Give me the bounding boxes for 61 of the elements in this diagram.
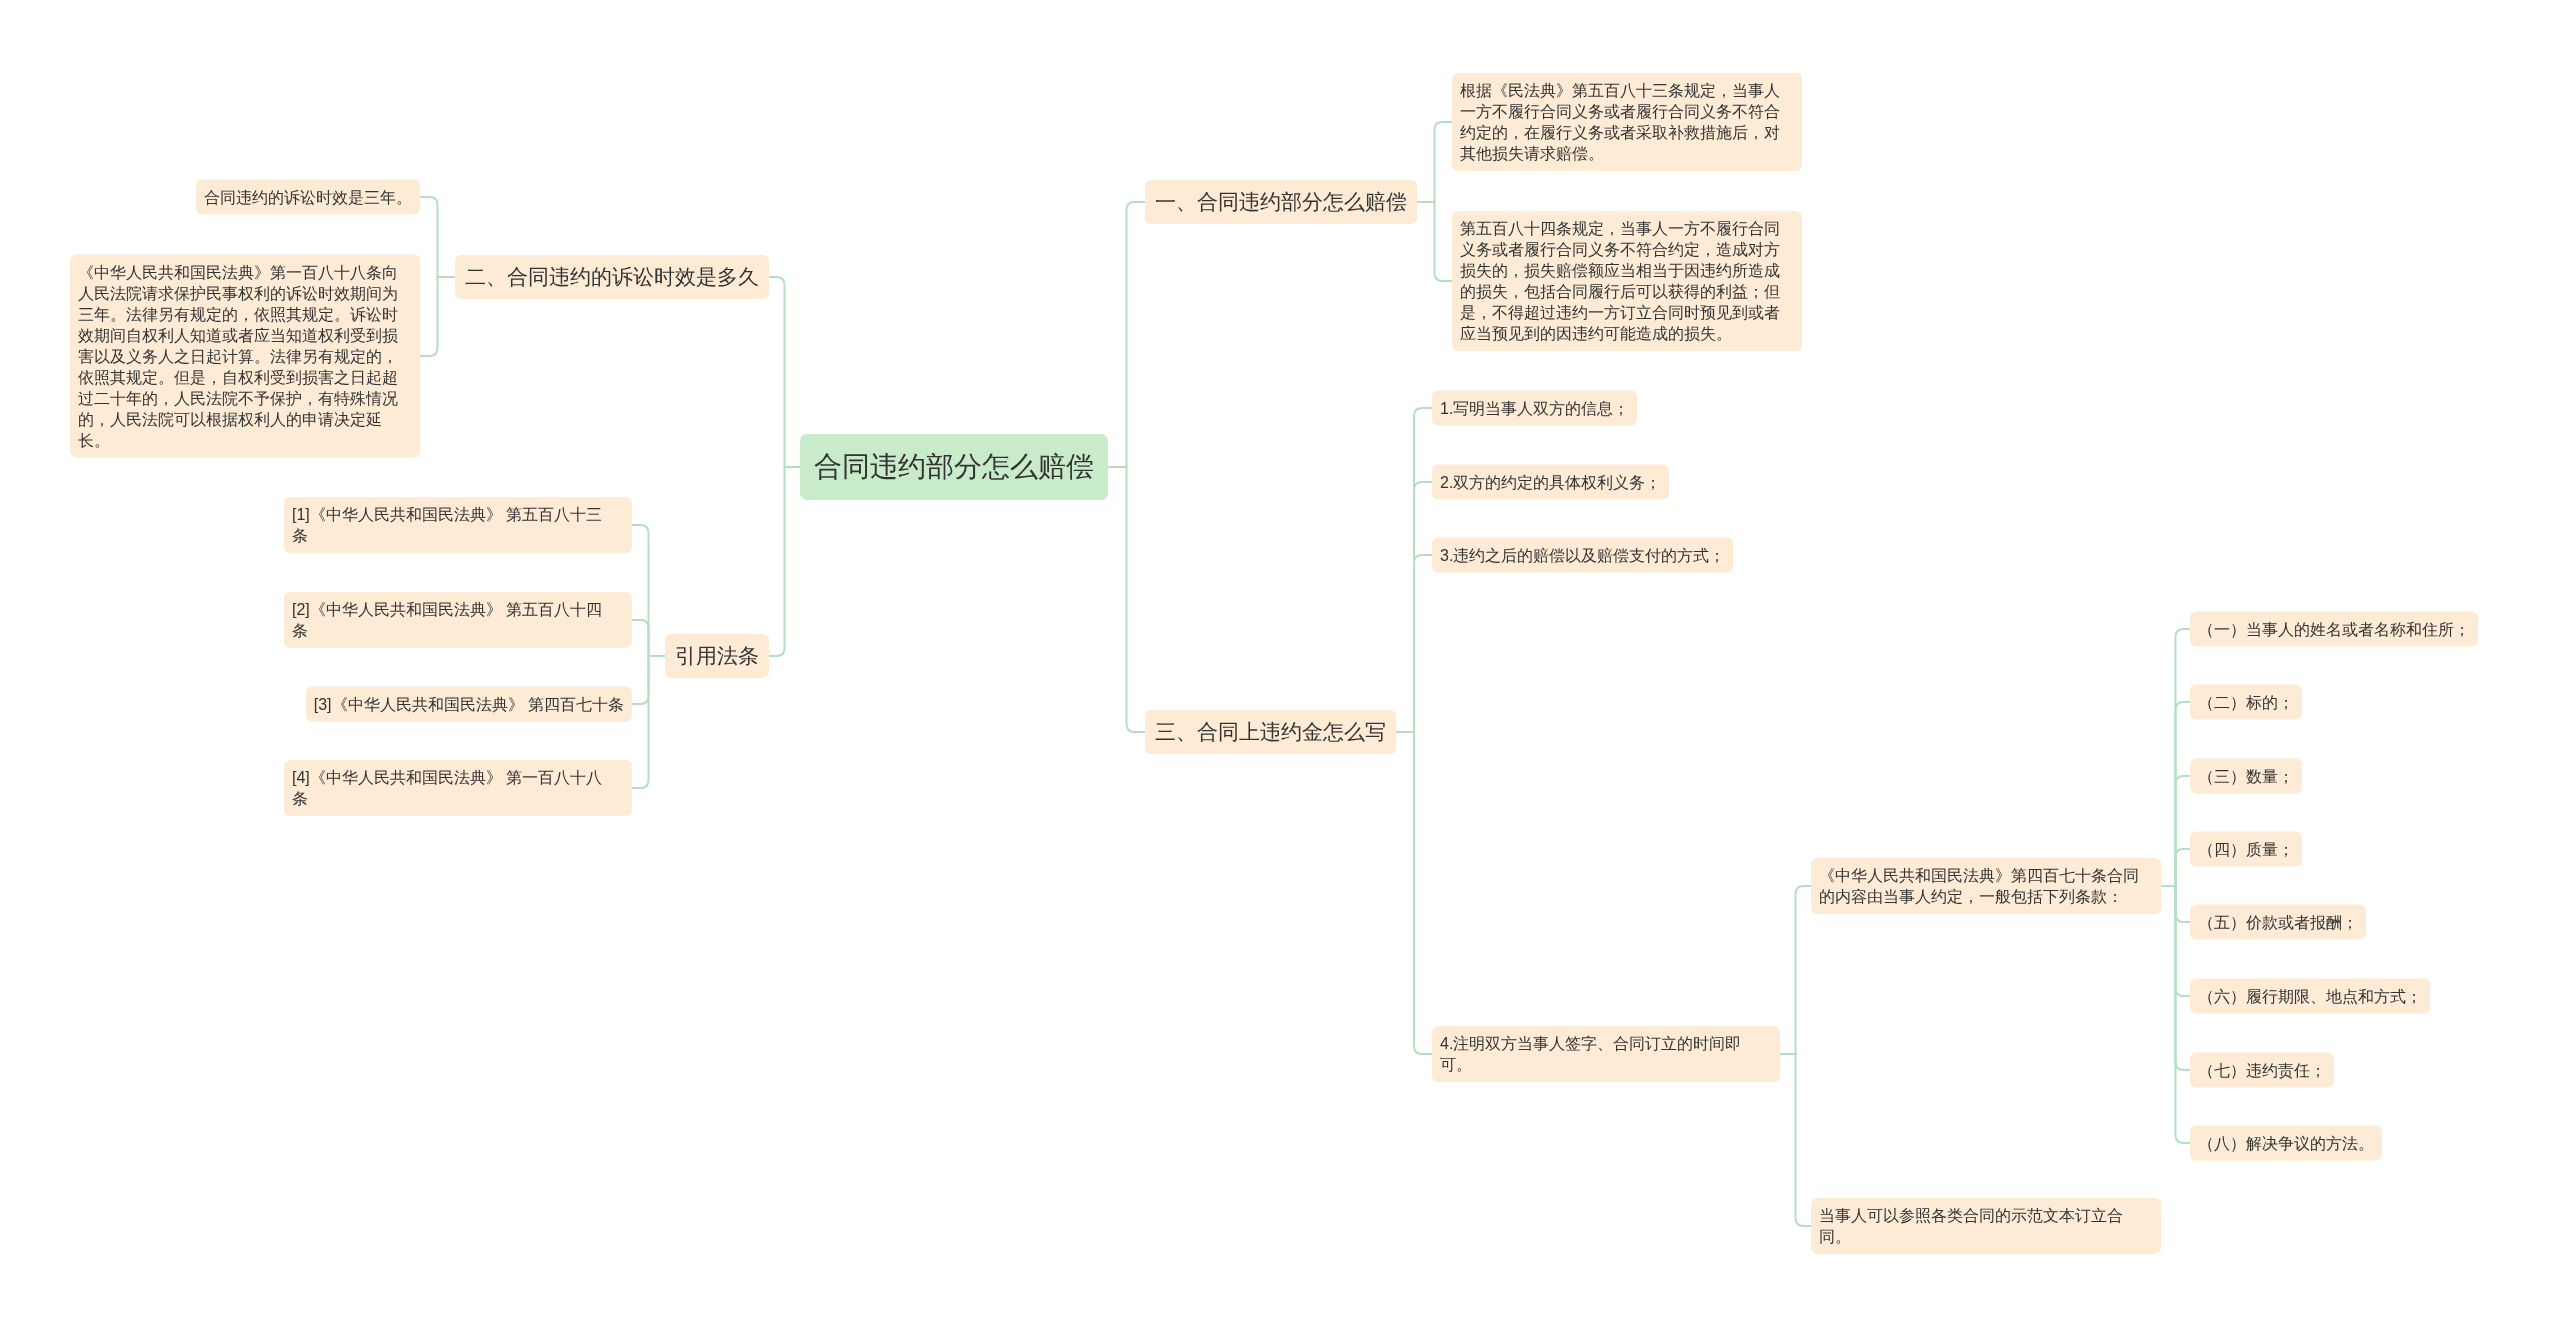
topic-text: [3]《中华人民共和国民法典》 第四百七十条: [313, 694, 624, 715]
central-topic: [800, 434, 1108, 500]
topic-text: 当事人可以参照各类合同的示范文本订立合同。: [1819, 1206, 2124, 1247]
subtopic: [2190, 1052, 2334, 1088]
main-topic: [665, 634, 769, 678]
subtopic: [305, 686, 632, 722]
topic-text: （一）当事人的姓名或者名称和住所；: [2198, 619, 2470, 640]
subtopic: [2190, 904, 2366, 940]
topic-text: 4.注明双方当事人签字、合同订立的时间即可。: [1440, 1034, 1743, 1075]
main-topic: [1145, 710, 1396, 754]
topic-text: 《中华人民共和国民法典》第一百八十八条向人民法院请求保护民事权利的诉讼时效期间为三年。法律另有规定的，依照其规定。诉讼时效期间自权利人知道或者应当知道权利受到损害以及义务人之日起计算。法律另有规定的，依照其规定。但是，自权利受到损害之日起超过二十年的，人民法院不予保护，有特殊情况的，人民法院可以根据权利人的申请决定延长。: [78, 262, 399, 451]
topic-text: [2]《中华人民共和国民法典》 第五百八十四条: [292, 600, 604, 641]
subtopic: [1432, 1026, 1780, 1082]
subtopic: [196, 179, 420, 215]
topic-text: （八）解决争议的方法。: [2198, 1133, 2374, 1154]
topic-text: 第五百八十四条规定，当事人一方不履行合同义务或者履行合同义务不符合约定，造成对方损失的，损失赔偿额应当相当于因违约所造成的损失，包括合同履行后可以获得的利益；但是，不得超过违约一方订立合同时预见到或者应当预见到的因违约可能造成的损失。: [1460, 219, 1781, 344]
topic-text: 三、合同上违约金怎么写: [1155, 719, 1386, 745]
connector-line: [1416, 201, 1453, 282]
subtopic: [284, 592, 632, 648]
main-topic: [455, 255, 769, 299]
subtopic: [2190, 611, 2478, 647]
subtopic: [1432, 464, 1670, 500]
subtopic: [284, 497, 632, 553]
main-topic: [1145, 180, 1417, 224]
subtopic: [284, 760, 632, 816]
topic-text: 2.双方的约定的具体权利义务；: [1440, 472, 1662, 493]
topic-text: 合同违约的诉讼时效是三年。: [204, 187, 412, 208]
topic-text: （七）违约责任；: [2198, 1060, 2326, 1081]
topic-text: 引用法条: [675, 643, 759, 669]
topic-text: 根据《民法典》第五百八十三条规定，当事人一方不履行合同义务或者履行合同义务不符合约定的，在履行义务或者采取补救措施后，对其他损失请求赔偿。: [1460, 81, 1781, 164]
topic-text: （六）履行期限、地点和方式；: [2198, 986, 2422, 1007]
subtopic: [2190, 758, 2302, 794]
subtopic: [70, 254, 420, 458]
subtopic: [1452, 73, 1802, 171]
subtopic: [2190, 1125, 2382, 1161]
subtopic: [1811, 1198, 2161, 1254]
connector-line: [1395, 731, 1433, 1055]
connector-line: [768, 466, 801, 657]
connector-line: [1107, 466, 1146, 733]
subtopic: [2190, 831, 2302, 867]
topic-text: [4]《中华人民共和国民法典》 第一百八十八条: [292, 768, 604, 809]
topic-text: 一、合同违约部分怎么赔偿: [1155, 189, 1407, 215]
topic-text: （四）质量；: [2198, 839, 2294, 860]
topic-text: 二、合同违约的诉讼时效是多久: [465, 264, 759, 290]
subtopic: [1811, 858, 2161, 914]
topic-text: 3.违约之后的赔偿以及赔偿支付的方式；: [1440, 545, 1726, 566]
subtopic: [1432, 537, 1734, 573]
subtopic: [2190, 978, 2430, 1014]
connector-line: [419, 276, 456, 357]
topic-text: 1.写明当事人双方的信息；: [1440, 398, 1630, 419]
subtopic: [2190, 684, 2302, 720]
topic-text: （三）数量；: [2198, 766, 2294, 787]
topic-text: 合同违约部分怎么赔偿: [814, 450, 1094, 484]
topic-text: 《中华人民共和国民法典》第四百七十条合同的内容由当事人约定，一般包括下列条款：: [1819, 866, 2140, 907]
topic-text: （五）价款或者报酬；: [2198, 912, 2358, 933]
subtopic: [1452, 211, 1802, 351]
connector-line: [1779, 1053, 1812, 1227]
subtopic: [1432, 390, 1638, 426]
topic-text: [1]《中华人民共和国民法典》 第五百八十三条: [292, 505, 604, 546]
connector-line: [631, 655, 666, 789]
topic-text: （二）标的；: [2198, 692, 2294, 713]
